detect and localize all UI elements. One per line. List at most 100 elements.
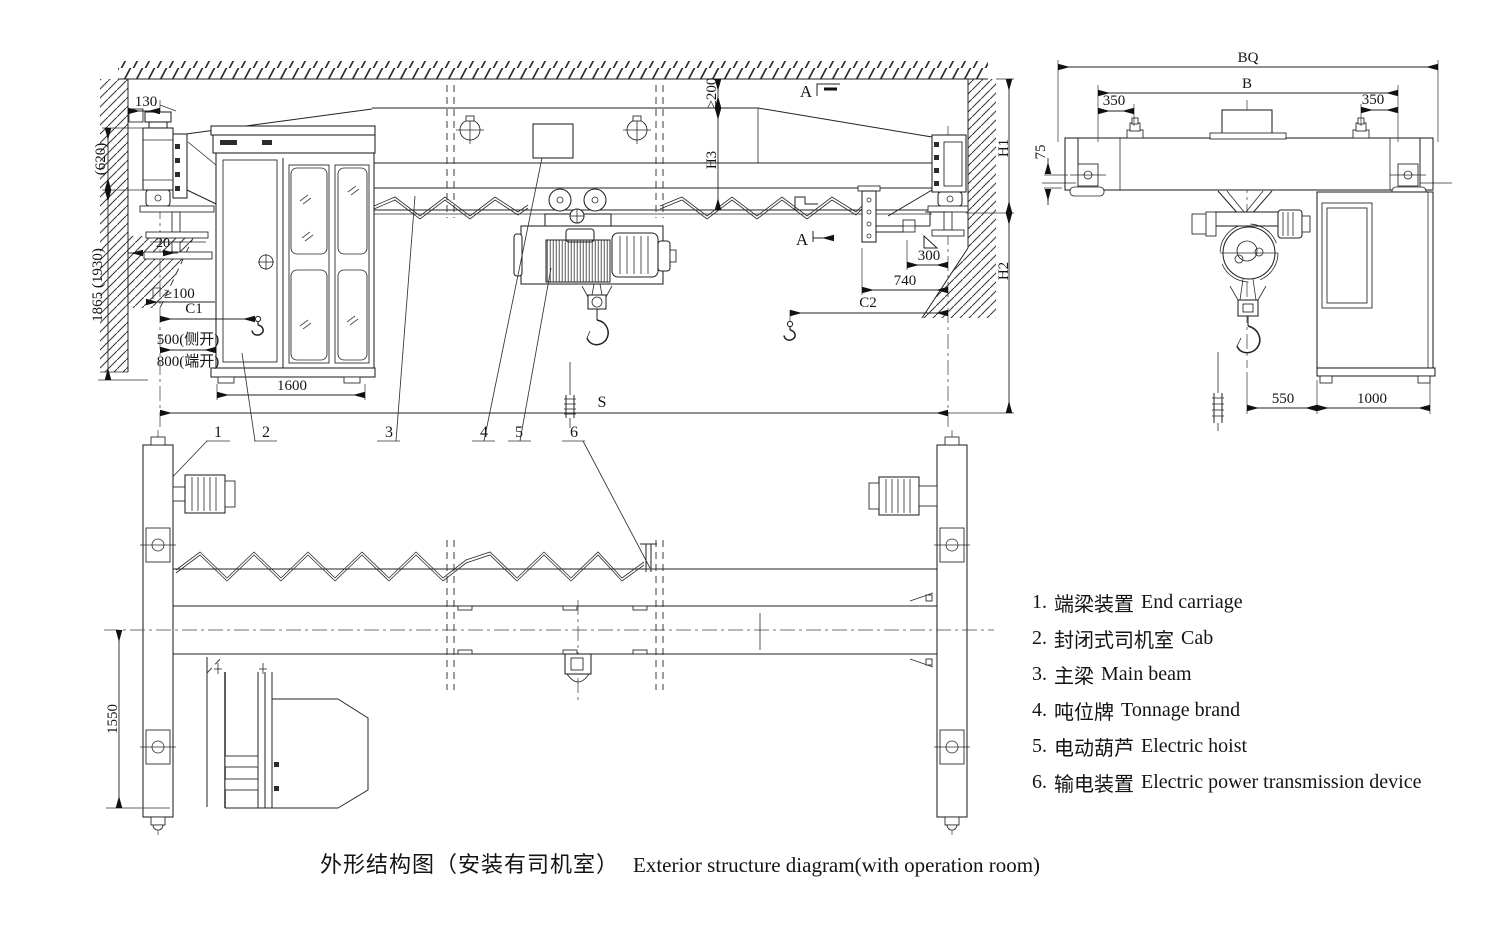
trolley-wheel bbox=[583, 188, 607, 212]
trolley-wheel bbox=[548, 188, 572, 212]
callout-5: 5 bbox=[515, 424, 523, 441]
hook-position-right bbox=[783, 320, 796, 341]
legend-num: 3. bbox=[1032, 662, 1047, 685]
legend-zh: 输电装置 bbox=[1054, 773, 1134, 796]
cab-window bbox=[290, 167, 328, 255]
hook-block-front bbox=[581, 283, 613, 346]
legend-en: Electric power transmission device bbox=[1141, 770, 1422, 793]
section-label-a-bottom: A bbox=[796, 230, 809, 249]
dim-620: (620) bbox=[93, 143, 109, 176]
dim-c2: C2 bbox=[859, 295, 877, 311]
dim-740: 740 bbox=[894, 273, 917, 289]
legend-en: End carriage bbox=[1141, 590, 1243, 613]
legend-en: Cab bbox=[1181, 626, 1214, 649]
legend-zh: 电动葫芦 bbox=[1054, 737, 1134, 760]
cab-window bbox=[290, 269, 328, 361]
plan-main-beam bbox=[104, 568, 994, 668]
legend-zh: 端梁装置 bbox=[1054, 593, 1134, 616]
dim-1000: 1000 bbox=[1357, 391, 1387, 407]
side-dimensions: BQ B 350 350 75 550 1000 bbox=[1033, 50, 1439, 414]
right-wall bbox=[921, 79, 996, 319]
plan-end-carriage-right bbox=[934, 430, 970, 836]
plan-motor-left bbox=[172, 474, 236, 514]
legend-zh: 封闭式司机室 bbox=[1054, 629, 1174, 652]
front-view: A A 130 (620) 1865 (1930) bbox=[90, 61, 1014, 569]
side-cab bbox=[1316, 191, 1436, 384]
callouts: 1 2 3 4 5 6 bbox=[162, 157, 651, 569]
legend-item-electric-hoist: 5. 电动葫芦 Electric hoist bbox=[1032, 728, 1428, 764]
crane-wheel bbox=[145, 189, 171, 207]
end-carriage-right bbox=[887, 134, 969, 237]
title-zh: 外形结构图（安装有司机室） bbox=[320, 852, 620, 877]
side-hoist bbox=[1191, 190, 1311, 283]
legend: 1. 端梁装置 End carriage 2. 封闭式司机室 Cab 3. 主梁… bbox=[1032, 584, 1428, 800]
runway-rail-left bbox=[139, 205, 215, 260]
ceiling-hatch bbox=[118, 61, 988, 80]
legend-en: Electric hoist bbox=[1141, 734, 1248, 757]
legend-item-end-carriage: 1. 端梁装置 End carriage bbox=[1032, 584, 1428, 620]
dim-800: 800(端开) bbox=[157, 353, 220, 370]
legend-num: 1. bbox=[1032, 590, 1047, 613]
hook-icon bbox=[586, 319, 609, 346]
legend-num: 4. bbox=[1032, 698, 1047, 721]
plan-cab bbox=[206, 656, 369, 809]
dim-130: 130 bbox=[135, 94, 158, 110]
festoon-cable-front bbox=[373, 196, 863, 220]
cab-window bbox=[337, 167, 368, 255]
legend-item-cab: 2. 封闭式司机室 Cab bbox=[1032, 620, 1428, 656]
callout-2: 2 bbox=[262, 424, 270, 441]
legend-num: 6. bbox=[1032, 770, 1047, 793]
festoon-cable-plan bbox=[175, 543, 657, 582]
side-view: BQ B 350 350 75 550 1000 bbox=[1033, 50, 1452, 431]
callout-6: 6 bbox=[570, 424, 578, 441]
legend-en: Main beam bbox=[1101, 662, 1192, 685]
drawing-title: 外形结构图（安装有司机室） Exterior structure diagram… bbox=[320, 847, 1040, 879]
dim-1865: 1865 (1930) bbox=[90, 248, 106, 322]
plan-end-carriage-left bbox=[140, 430, 176, 836]
dim-1550: 1550 bbox=[105, 704, 121, 734]
legend-num: 2. bbox=[1032, 626, 1047, 649]
dim-300: 300 bbox=[918, 248, 941, 264]
section-mark-bottom: A bbox=[796, 230, 834, 249]
legend-item-main-beam: 3. 主梁 Main beam bbox=[1032, 656, 1428, 692]
end-carriage-left bbox=[128, 108, 188, 207]
dim-h1: H1 bbox=[996, 139, 1012, 157]
legend-en: Tonnage brand bbox=[1121, 698, 1241, 721]
title-en: Exterior structure diagram(with operatio… bbox=[633, 853, 1041, 877]
callout-4: 4 bbox=[480, 424, 488, 441]
side-hook-block bbox=[1229, 278, 1267, 354]
conductor-rod-front bbox=[564, 362, 576, 428]
dim-1600: 1600 bbox=[277, 378, 307, 394]
legend-zh: 吨位牌 bbox=[1054, 701, 1114, 724]
legend-num: 5. bbox=[1032, 734, 1047, 757]
electric-hoist bbox=[513, 188, 677, 285]
cab-window bbox=[337, 269, 368, 361]
dim-ge100: ≥100 bbox=[164, 286, 195, 302]
legend-zh: 主梁 bbox=[1054, 665, 1094, 688]
dim-550: 550 bbox=[1272, 391, 1295, 407]
break-lines-plan bbox=[446, 540, 664, 690]
dim-20: 20 bbox=[156, 236, 170, 251]
conductor-rod-side bbox=[1212, 352, 1224, 431]
dim-500: 500(侧开) bbox=[157, 331, 220, 348]
hook-icon bbox=[1236, 325, 1261, 354]
plan-dimensions: 1550 bbox=[105, 630, 170, 809]
dim-h2: H2 bbox=[996, 262, 1012, 280]
tonnage-plate bbox=[532, 123, 574, 159]
legend-item-power-device: 6. 输电装置 Electric power transmission devi… bbox=[1032, 764, 1428, 800]
break-lines-front bbox=[446, 85, 664, 218]
callout-3: 3 bbox=[385, 424, 393, 441]
section-label-a-top: A bbox=[800, 82, 813, 101]
front-dimensions: 130 (620) 1865 (1930) 20 ≥100 C1 500(侧开) bbox=[90, 78, 1014, 417]
side-end-carriage bbox=[1042, 109, 1452, 197]
dim-75: 75 bbox=[1033, 145, 1049, 160]
section-mark-top: A bbox=[800, 82, 840, 101]
dim-s: S bbox=[598, 394, 607, 411]
dim-b: B bbox=[1242, 76, 1252, 92]
buffer bbox=[144, 111, 172, 123]
plan-hook-block bbox=[564, 600, 592, 700]
rope-drum bbox=[545, 239, 611, 283]
legend-item-tonnage-brand: 4. 吨位牌 Tonnage brand bbox=[1032, 692, 1428, 728]
main-beam bbox=[372, 107, 933, 215]
